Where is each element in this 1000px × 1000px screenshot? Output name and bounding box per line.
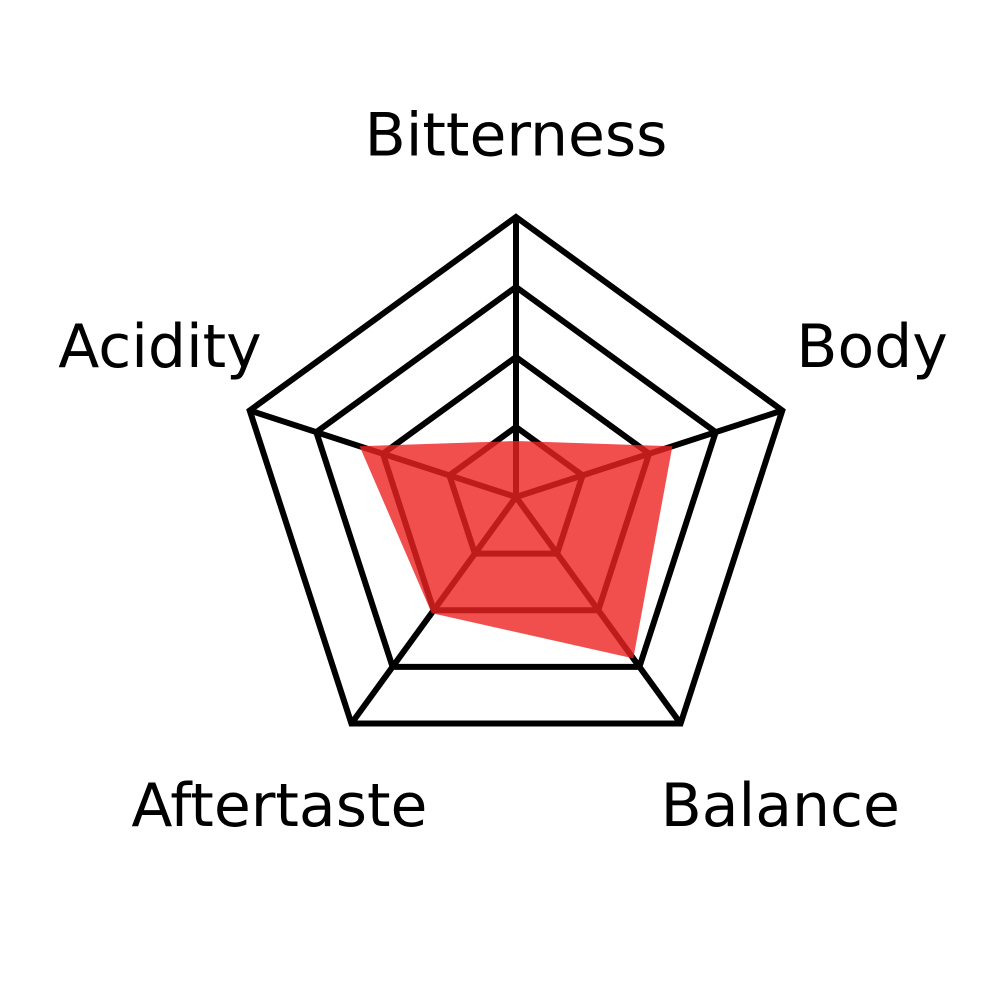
series-area-0	[359, 441, 673, 659]
axis-labels: Bitterness Body Balance Aftertaste Acidi…	[58, 101, 948, 842]
axis-label-aftertaste: Aftertaste	[131, 771, 427, 841]
axis-label-balance: Balance	[661, 771, 900, 841]
axis-label-acidity: Acidity	[58, 312, 261, 382]
axis-label-bitterness: Bitterness	[365, 101, 668, 171]
grid-ring-4	[246, 213, 786, 727]
grid-ring-3	[312, 283, 720, 670]
axis-label-body: Body	[796, 312, 947, 382]
radar-series	[359, 441, 673, 659]
